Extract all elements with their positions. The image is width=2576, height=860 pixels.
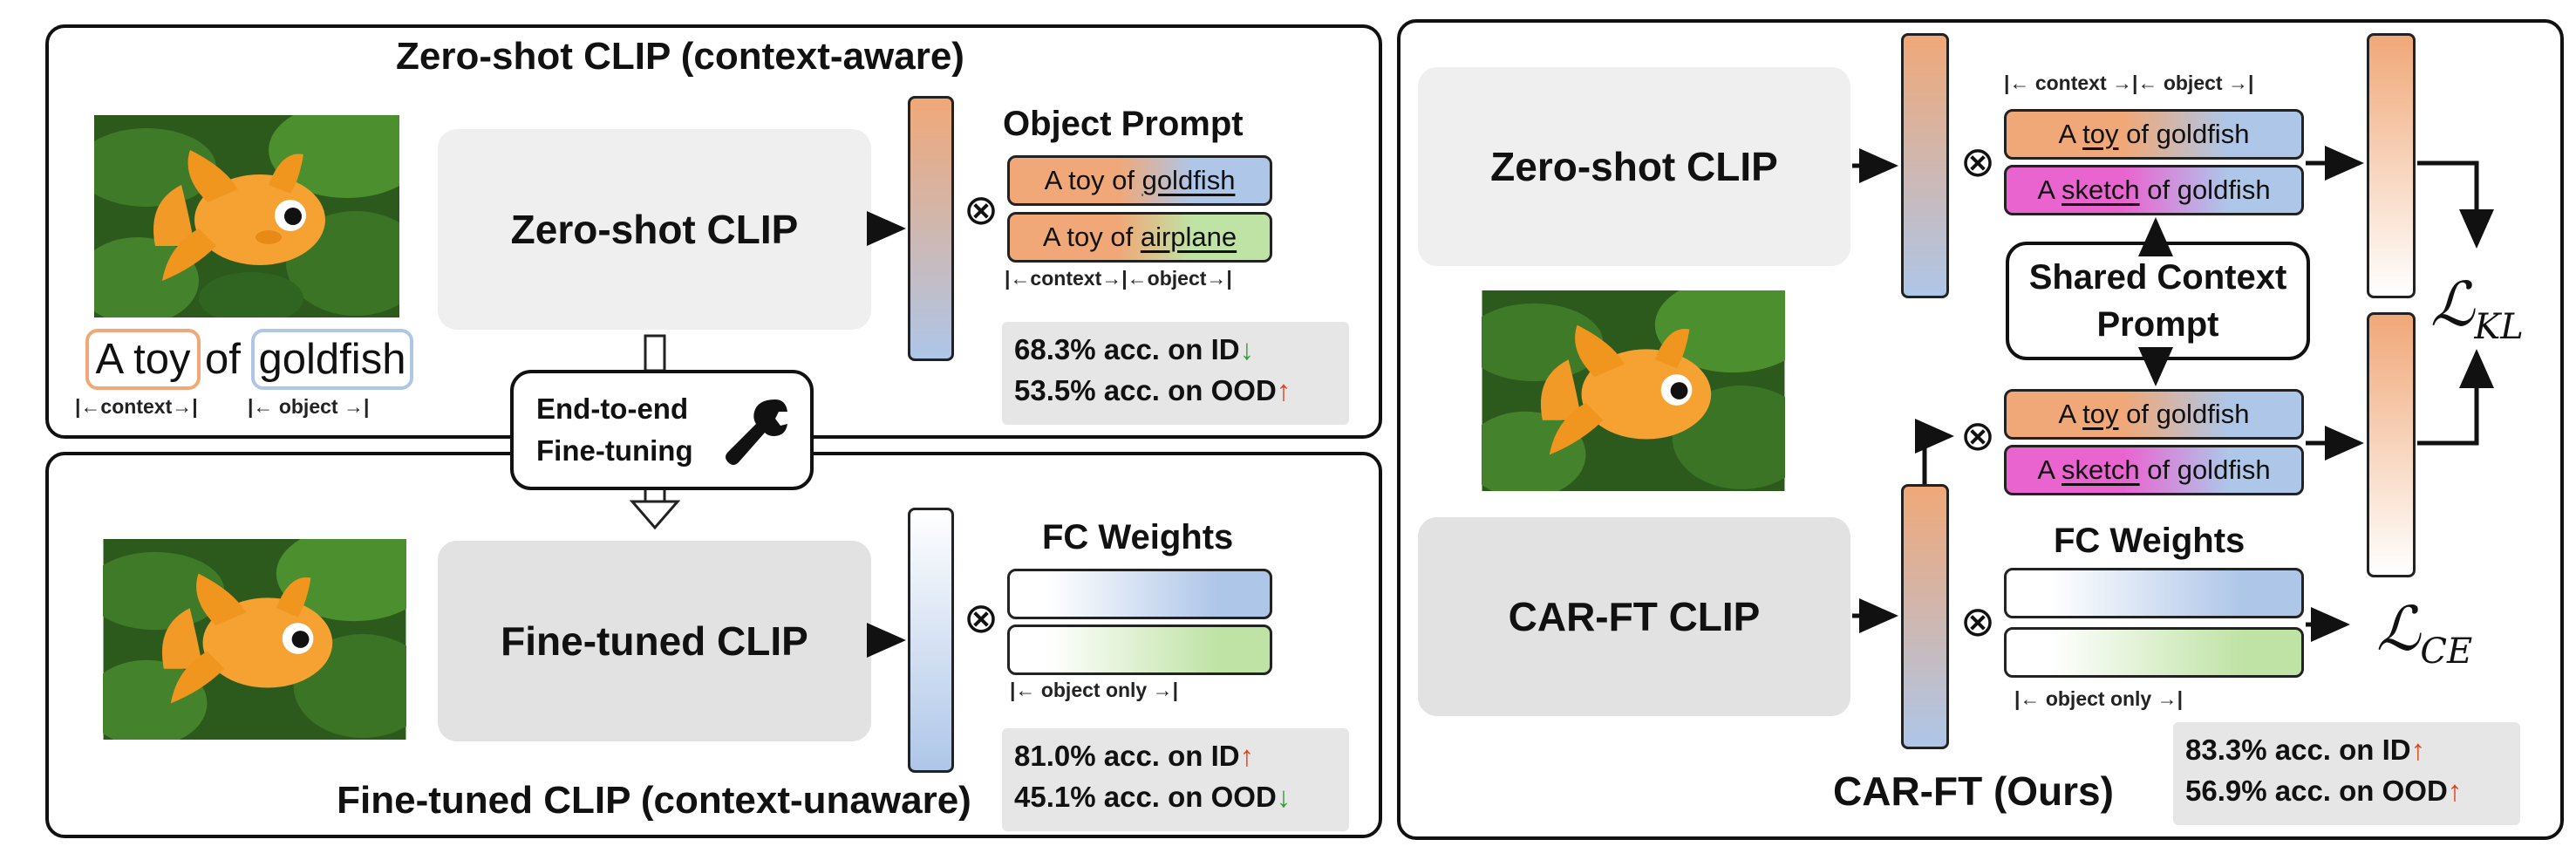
ours-label: CAR-FT (Ours) [1833,768,2114,814]
accuracy-fine-tuned: 81.0% acc. on ID↑ 45.1% acc. on OOD↓ [1002,728,1349,831]
fc-weights-heading-right: FC Weights [2054,522,2245,560]
prompt-toy-bottom: A toy of goldfish [2004,389,2304,440]
shared-context-prompt: Shared Context Prompt [2006,242,2310,360]
fc-weights-heading: FC Weights [1042,518,1234,556]
feature-bar-zero-shot [908,96,954,361]
prompt-goldfish: A toy of goldfish [1007,155,1272,206]
arrow-up-icon: ↑ [2410,734,2426,766]
car-ft-clip-box: CAR-FT CLIP [1418,517,1850,716]
arrow-down-icon: ↓ [1276,781,1291,813]
otimes-icon: ⊗ [963,596,999,642]
goldfish-image [94,115,399,317]
prompt-dim-right: |← context →|← object →| [2004,72,2254,94]
zero-shot-clip-box-right: Zero-shot CLIP [1418,67,1850,266]
arrow-kl-bottom [2417,349,2494,446]
arrow-car-up [1915,419,1954,484]
fc-weights-dim-right: |← object only →| [2014,687,2184,710]
otimes-icon: ⊗ [1959,599,1996,645]
prompt-dim: |←context→|←object→| [1005,267,1232,290]
fc-weight-blue [1007,569,1272,619]
prompt-toy-top: A toy of goldfish [2004,109,2304,160]
feature-bar-zero-shot-right [1901,33,1949,298]
prompt-airplane: A toy of airplane [1007,212,1272,263]
arrow-up-icon: ↑ [1276,374,1291,406]
caption-context-box: A toy [85,329,201,390]
otimes-icon: ⊗ [1959,140,1996,186]
finetune-arrow [629,334,680,530]
caption-of: of [205,336,241,383]
wrench-icon [726,399,787,465]
fine-tuned-clip-box: Fine-tuned CLIP [438,541,871,741]
accuracy-car-ft: 83.3% acc. on ID↑ 56.9% acc. on OOD↑ [2173,722,2520,825]
otimes-icon: ⊗ [1959,413,1996,460]
panel-title-zero-shot: Zero-shot CLIP (context-aware) [396,35,964,78]
fc-weights-dim: |← object only →| [1010,679,1179,701]
arrow-up-icon: ↑ [2447,775,2463,807]
finetune-box: End-to-end Fine-tuning [510,370,814,490]
object-prompt-heading: Object Prompt [1003,105,1244,143]
arrow-up-icon: ↑ [1239,740,1255,772]
prompt-sketch-top: A sketch of goldfish [2004,165,2304,215]
accuracy-zero-shot: 68.3% acc. on ID↓ 53.5% acc. on OOD↑ [1002,322,1349,425]
panel-title-fine-tuned: Fine-tuned CLIP (context-unaware) [337,779,971,822]
goldfish-image [103,539,406,740]
caption-context-dim: |←context→| [75,395,198,418]
fc-weight-green-right [2004,627,2304,678]
caption-object-box: goldfish [251,329,413,390]
arrow-down-icon: ↓ [1239,333,1255,365]
prompt-sketch-bottom: A sketch of goldfish [2004,445,2304,495]
feature-bar-car-ft [1901,484,1949,749]
loss-ce: ℒCE [2376,593,2473,672]
loss-kl: ℒKL [2430,269,2524,347]
fc-weight-green [1007,625,1272,675]
zero-shot-clip-box: Zero-shot CLIP [438,129,871,330]
arrow-kl-top [2417,160,2494,249]
goldfish-image [1482,290,1785,491]
otimes-icon: ⊗ [963,188,999,234]
output-bar-bottom [2367,312,2416,577]
output-bar-top [2367,33,2416,298]
caption-object-dim: |← object →| [248,395,370,418]
fc-weight-blue-right [2004,568,2304,618]
feature-bar-fine-tuned [908,508,954,773]
